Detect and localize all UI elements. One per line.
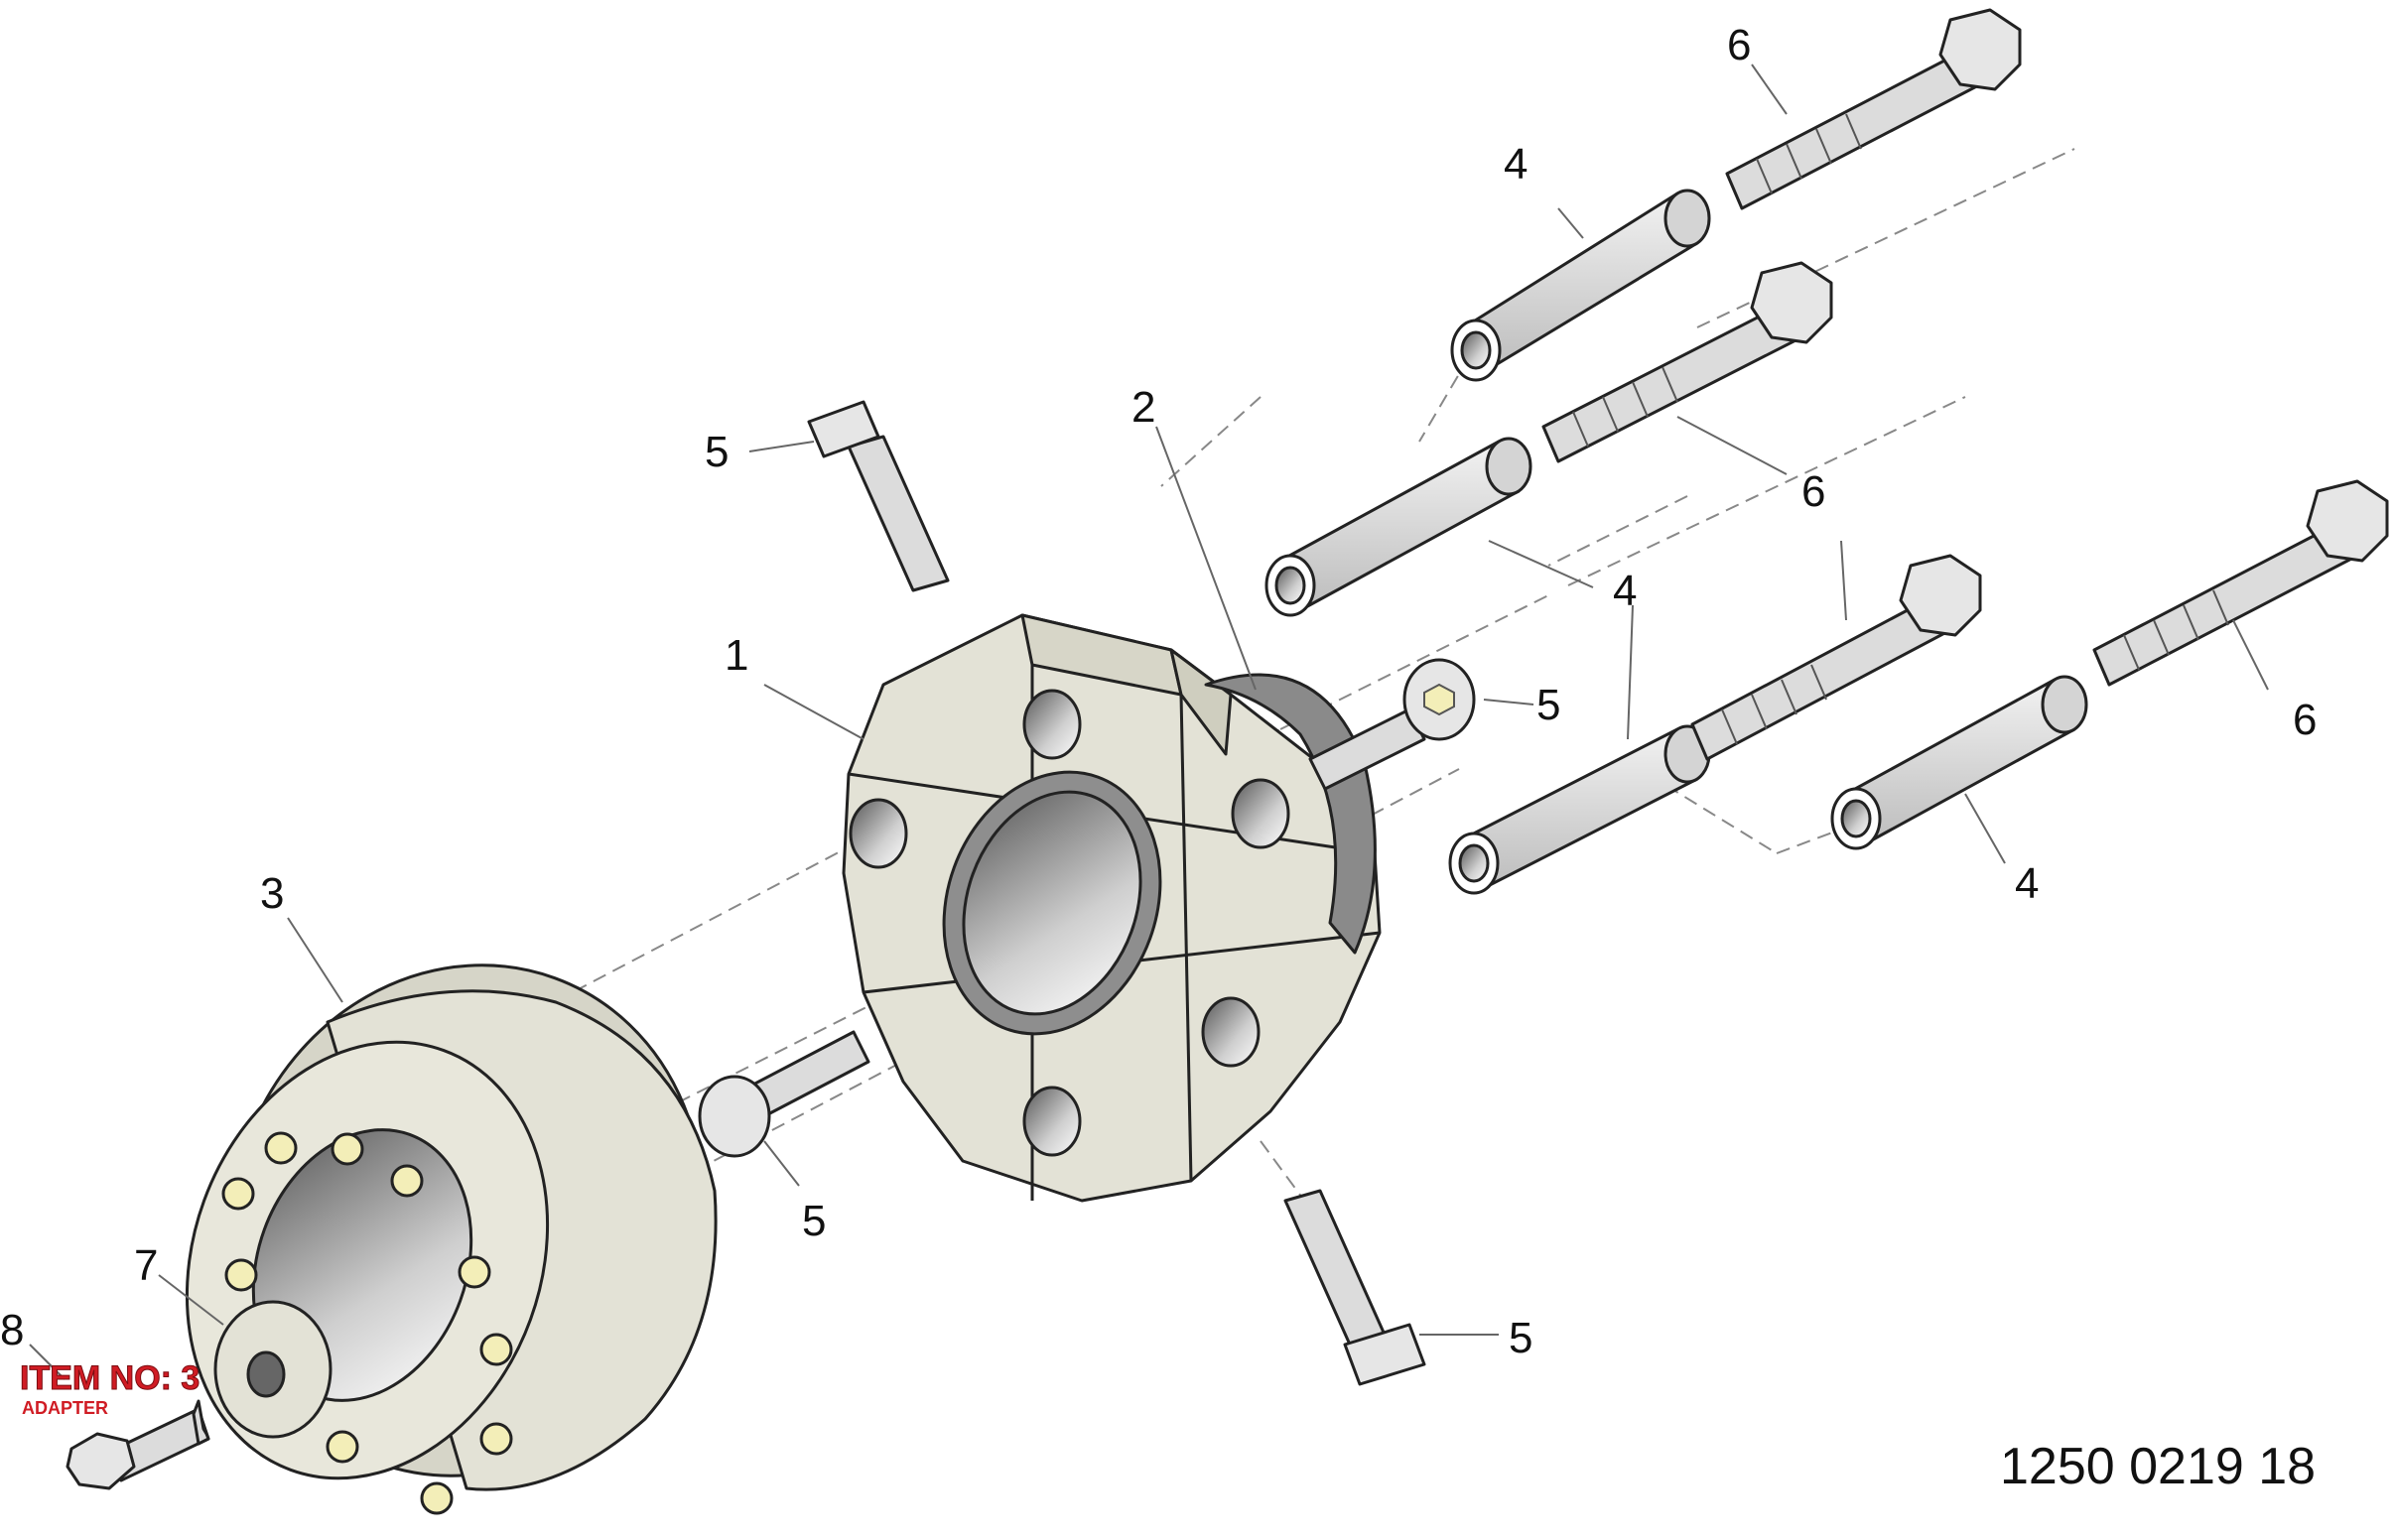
- callout-3: 3: [260, 869, 284, 918]
- long-bolt-3: [1690, 554, 1982, 761]
- long-bolt-1: [1725, 8, 2022, 210]
- small-hex-bolt: [66, 1399, 210, 1490]
- callout-1: 1: [725, 631, 748, 680]
- cap-screw-lower-left: [698, 1030, 870, 1158]
- callout-6a: 6: [1727, 21, 1751, 69]
- sleeve-middle: [1264, 437, 1532, 617]
- long-bolts: [1541, 8, 2389, 761]
- callout-6c: 6: [2293, 696, 2317, 744]
- long-bolt-4: [2092, 479, 2389, 687]
- sleeve-upper: [1450, 189, 1711, 382]
- long-bolt-2: [1541, 261, 1833, 463]
- item-tag: ITEM NO: 3 ADAPTER: [20, 1359, 200, 1419]
- callout-4c: 4: [2015, 859, 2039, 908]
- cap-screw-bottom: [1283, 1189, 1426, 1386]
- callout-6b: 6: [1801, 467, 1825, 516]
- cap-screw-top: [807, 400, 950, 592]
- coupling-body: [842, 613, 1382, 1203]
- item-tag-subtitle: ADAPTER: [22, 1398, 108, 1418]
- washer: [213, 1300, 332, 1439]
- sleeve-lower: [1448, 724, 1711, 895]
- callout-7: 7: [134, 1241, 158, 1290]
- callout-5c: 5: [802, 1197, 826, 1245]
- leader-lines: [29, 64, 2269, 1380]
- item-tag-title: ITEM NO: 3: [20, 1359, 199, 1397]
- cap-screws: [698, 400, 1476, 1386]
- callout-5a: 5: [705, 428, 729, 476]
- callout-8: 8: [0, 1306, 24, 1354]
- drawing-number: 1250 0219 18: [2000, 1438, 2316, 1495]
- adapter-hub: [185, 963, 718, 1515]
- callout-labels: 1 2 3 4 4 4 5 5 5 5 6 6 6 7 8: [0, 21, 2317, 1362]
- adapter-bolt-holes: [221, 1131, 513, 1515]
- callout-5d: 5: [1509, 1314, 1532, 1362]
- callout-5b: 5: [1536, 681, 1560, 729]
- sleeve-right: [1830, 675, 2088, 850]
- rear-disc: [1204, 673, 1377, 955]
- callout-4a: 4: [1504, 140, 1528, 189]
- callout-2: 2: [1131, 383, 1155, 432]
- callout-4b: 4: [1613, 567, 1637, 615]
- cap-screw-right: [1308, 658, 1476, 791]
- sleeves: [1264, 189, 2088, 895]
